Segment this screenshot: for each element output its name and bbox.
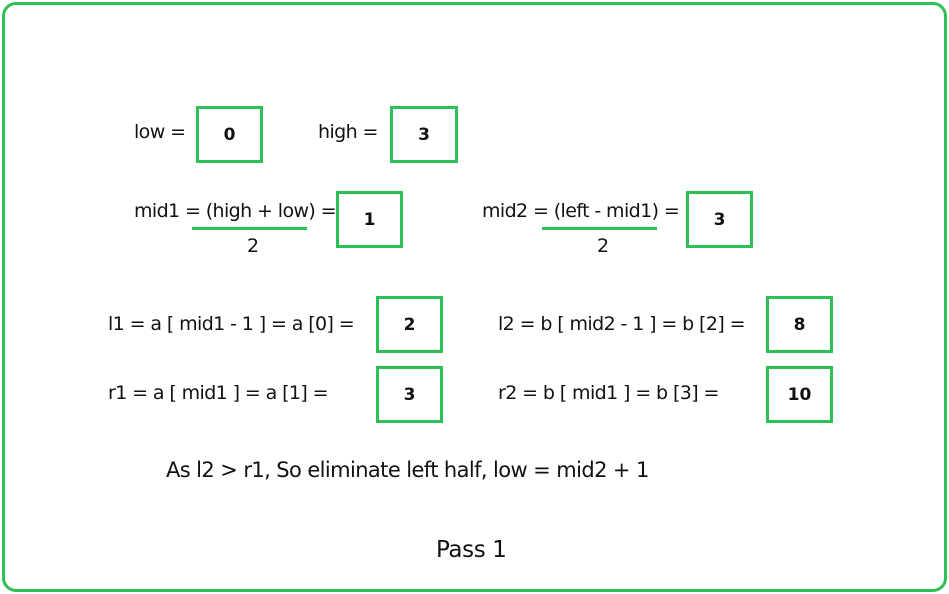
- l2-label: l2 = b [ mid2 - 1 ] = b [2] =: [498, 313, 746, 335]
- r1-value-box: 3: [376, 366, 443, 423]
- mid2-denominator: 2: [597, 235, 610, 257]
- elimination-note: As l2 > r1, So eliminate left half, low …: [166, 458, 649, 482]
- l1-value-box: 2: [376, 296, 443, 353]
- pass-caption: Pass 1: [436, 537, 507, 563]
- mid2-fraction-line: [542, 227, 657, 230]
- high-label: high =: [318, 121, 378, 143]
- high-value-box: 3: [390, 106, 458, 163]
- l1-label: l1 = a [ mid1 - 1 ] = a [0] =: [108, 313, 355, 335]
- r2-value-box: 10: [766, 366, 833, 423]
- mid1-value-box: 1: [336, 191, 403, 248]
- mid1-label: mid1 = (high + low) =: [134, 200, 337, 222]
- mid2-label: mid2 = (left - mid1) =: [482, 200, 680, 222]
- l2-value-box: 8: [766, 296, 833, 353]
- r1-label: r1 = a [ mid1 ] = a [1] =: [108, 382, 329, 404]
- mid2-value-box: 3: [686, 191, 753, 248]
- low-label: low =: [134, 121, 186, 143]
- r2-label: r2 = b [ mid1 ] = b [3] =: [498, 382, 719, 404]
- mid1-denominator: 2: [247, 235, 260, 257]
- low-value-box: 0: [196, 106, 263, 163]
- mid1-fraction-line: [192, 227, 307, 230]
